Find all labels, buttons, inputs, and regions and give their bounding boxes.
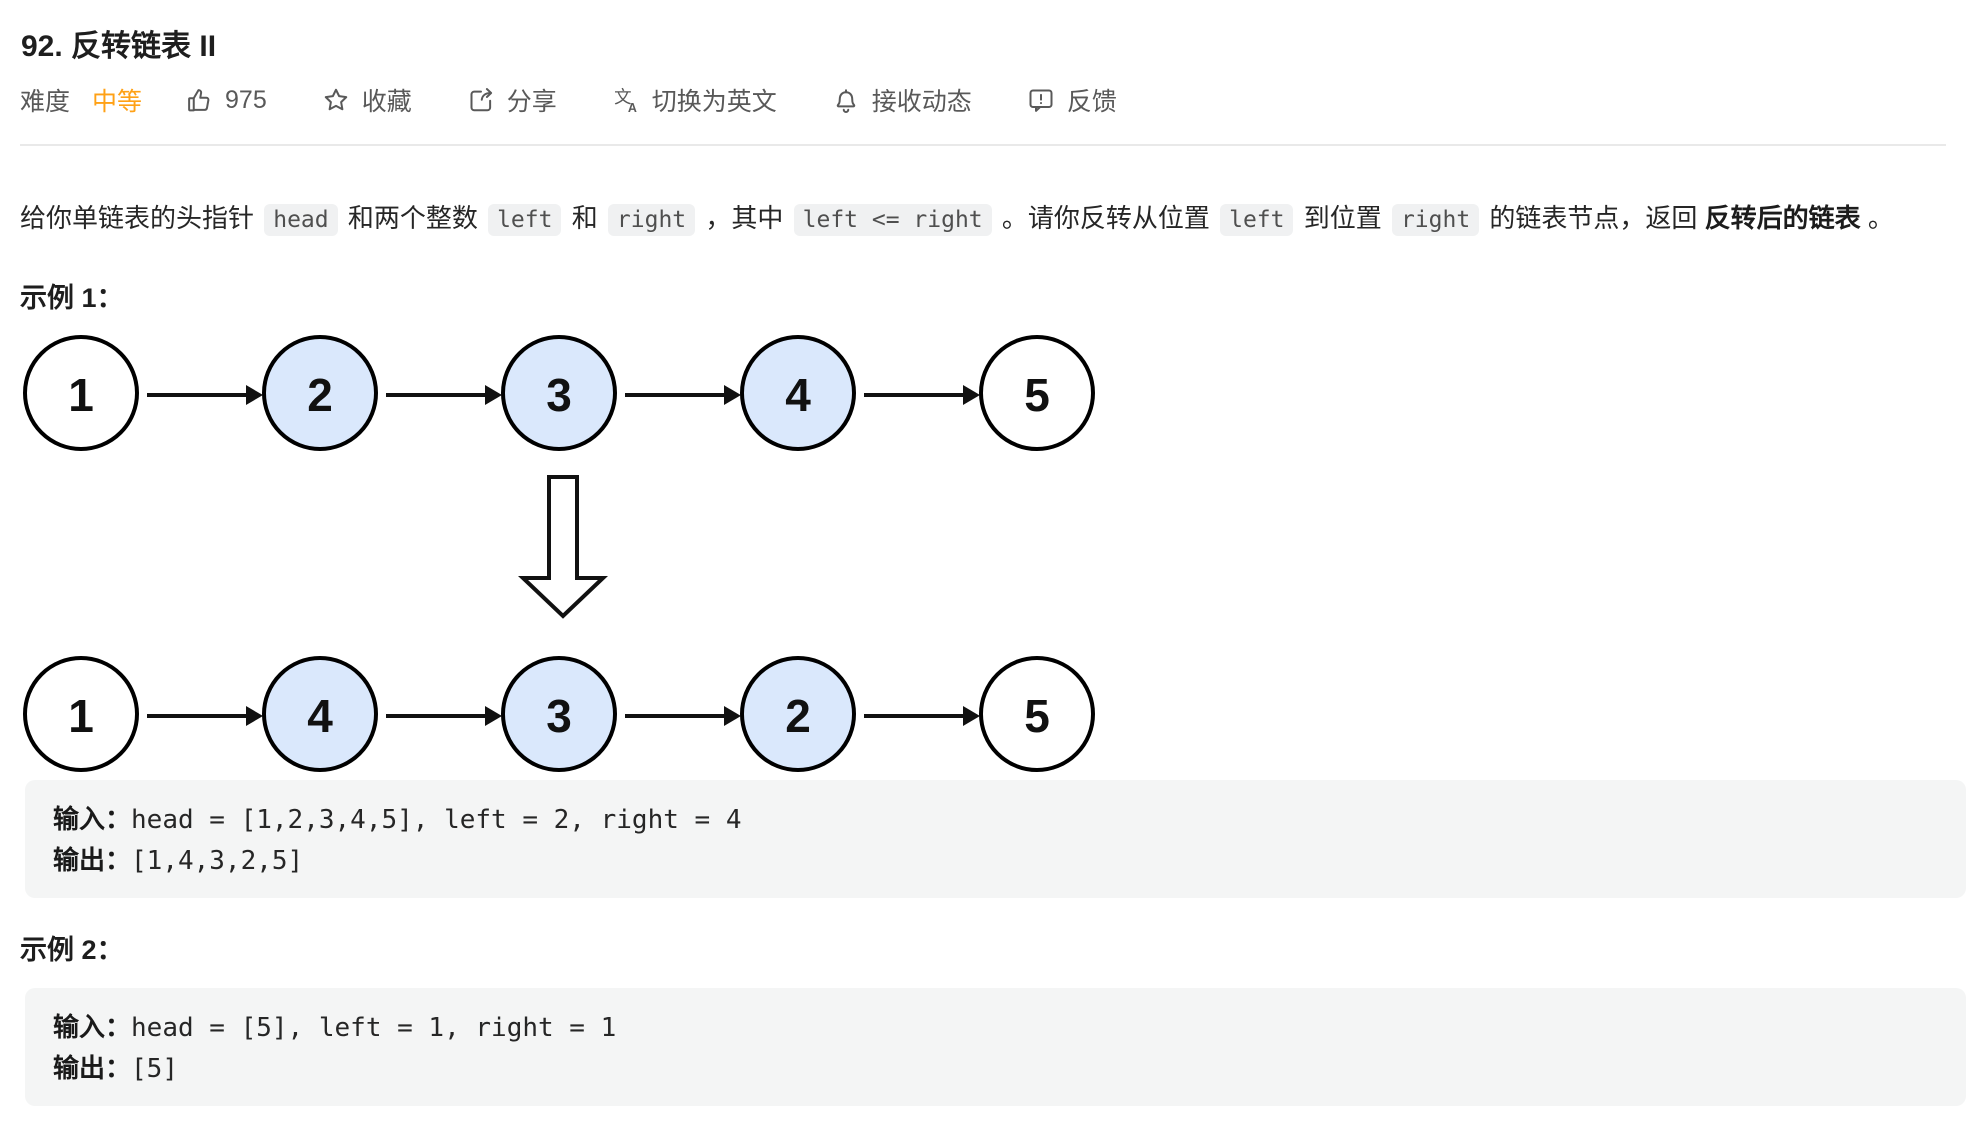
translate-icon: 文 A — [614, 87, 637, 115]
code-line: 输入：head = [5], left = 1, right = 1 — [53, 1007, 1938, 1048]
arrow-right-icon — [625, 393, 724, 397]
description-text: 的链表节点，返回 — [1482, 203, 1705, 233]
description-text: 。请你反转从位置 — [994, 203, 1218, 233]
star-icon — [324, 88, 347, 111]
subscribe-button[interactable]: 接收动态 — [831, 82, 972, 118]
code-line-value: [5] — [131, 1054, 178, 1084]
inline-code: right — [1391, 204, 1480, 236]
share-label: 分享 — [506, 88, 557, 116]
page-title: 92. 反转链表 II — [21, 30, 217, 63]
like-button[interactable]: 975 — [184, 85, 267, 115]
arrow-right-icon — [625, 714, 724, 718]
list-node: 2 — [262, 335, 378, 451]
list-node: 3 — [501, 335, 617, 451]
bold-text: 反转后的链表 — [1704, 203, 1861, 233]
example-1-heading: 示例 1： — [20, 283, 124, 313]
inline-code: left — [1220, 204, 1294, 236]
arrow-right-icon — [864, 393, 963, 397]
feedback-icon — [1029, 89, 1053, 112]
list-node: 5 — [979, 656, 1095, 772]
code-line: 输入：head = [1,2,3,4,5], left = 2, right =… — [53, 799, 1938, 840]
arrow-right-icon — [386, 714, 485, 718]
code-line-label: 输入： — [53, 804, 132, 834]
example-2-heading: 示例 2： — [20, 935, 124, 965]
inline-code: right — [607, 204, 696, 236]
share-icon — [470, 88, 492, 112]
code-line-label: 输出： — [53, 1053, 132, 1083]
share-button[interactable]: 分享 — [466, 82, 557, 118]
meta-row: 难度 中等 975 收藏 分享 文 A 切换为英文 — [20, 82, 1171, 118]
switch-language-button[interactable]: 文 A 切换为英文 — [611, 82, 777, 118]
favorite-button[interactable]: 收藏 — [321, 82, 412, 118]
description-text: 和两个整数 — [340, 203, 486, 233]
divider — [20, 144, 1946, 146]
linked-list-row: 1 4 3 2 5 — [0, 656, 1160, 780]
thumbs-up-icon — [188, 89, 210, 112]
description-text: 。 — [1860, 203, 1894, 233]
code-line-value: head = [1,2,3,4,5], left = 2, right = 4 — [131, 805, 742, 835]
svg-text:文: 文 — [614, 87, 632, 107]
list-node: 1 — [23, 656, 139, 772]
description-text: 到位置 — [1296, 203, 1389, 233]
code-line: 输出：[1,4,3,2,5] — [53, 840, 1938, 881]
code-line: 输出：[5] — [53, 1048, 1938, 1089]
arrow-right-icon — [386, 393, 485, 397]
difficulty-badge: 中等 — [92, 88, 143, 116]
difficulty-label: 难度 — [20, 88, 71, 116]
code-line-label: 输入： — [53, 1012, 132, 1042]
arrow-right-icon — [147, 714, 246, 718]
down-arrow-icon — [517, 475, 609, 619]
like-count: 975 — [225, 85, 267, 114]
arrow-right-icon — [864, 714, 963, 718]
linked-list-row: 1 2 3 4 5 — [0, 335, 1160, 459]
problem-description: 给你单链表的头指针 head 和两个整数 left 和 right ，其中 le… — [20, 196, 1930, 242]
list-node: 3 — [501, 656, 617, 772]
code-line-label: 输出： — [53, 845, 132, 875]
difficulty: 难度 中等 — [20, 82, 142, 118]
list-node: 1 — [23, 335, 139, 451]
code-line-value: [1,4,3,2,5] — [131, 846, 304, 876]
list-node: 2 — [740, 656, 856, 772]
list-node: 5 — [979, 335, 1095, 451]
code-line-value: head = [5], left = 1, right = 1 — [131, 1013, 617, 1043]
description-text: ，其中 — [698, 203, 791, 233]
svg-text:A: A — [628, 101, 637, 115]
arrow-right-icon — [147, 393, 246, 397]
description-text: 给你单链表的头指针 — [20, 203, 262, 233]
switch-language-label: 切换为英文 — [651, 88, 777, 116]
subscribe-label: 接收动态 — [871, 88, 972, 116]
favorite-label: 收藏 — [361, 88, 412, 116]
example-code-block: 输入：head = [1,2,3,4,5], left = 2, right =… — [25, 780, 1966, 898]
inline-code: left — [488, 204, 562, 236]
description-text: 和 — [564, 203, 605, 233]
feedback-button[interactable]: 反馈 — [1026, 82, 1117, 118]
list-node: 4 — [262, 656, 378, 772]
list-node: 4 — [740, 335, 856, 451]
inline-code: head — [264, 204, 338, 236]
inline-code: left <= right — [793, 204, 992, 236]
bell-icon — [836, 89, 856, 113]
feedback-label: 反馈 — [1066, 88, 1117, 116]
